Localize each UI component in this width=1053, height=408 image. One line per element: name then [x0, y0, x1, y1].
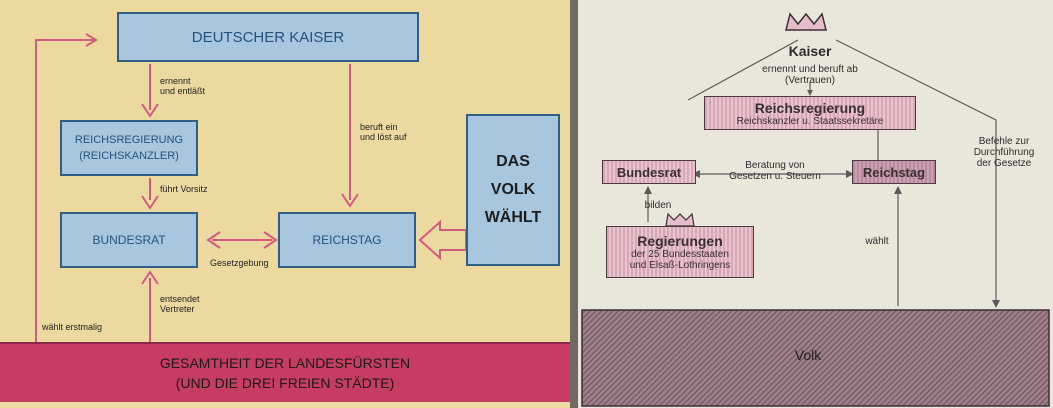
- vorsitz-label: führt Vorsitz: [160, 184, 208, 194]
- freie-staedte-label: (UND DIE DREI FREIEN STÄDTE): [175, 375, 395, 391]
- bilden-label: bilden: [644, 200, 672, 211]
- kaiser-crown-icon: [785, 12, 827, 31]
- waehlt-erstmalig-arrow: [35, 39, 95, 342]
- reichskanzler-label: (REICHSKANZLER): [79, 150, 179, 162]
- kaiser-title: Kaiser: [788, 43, 832, 59]
- kaiser-label: DEUTSCHER KAISER: [191, 28, 345, 46]
- befehle-line: [835, 39, 997, 306]
- regierungen-sub: der 25 Bundesstaaten und Elsaß-Lothringe…: [629, 249, 731, 271]
- right-connectors: [581, 12, 1050, 407]
- gesetzgebung-label: Gesetzgebung: [210, 258, 269, 268]
- bundesrat-label: Bundesrat: [616, 164, 682, 180]
- landesfuersten-bar: GESAMTHEIT DER LANDESFÜRSTEN (UND DIE DR…: [0, 342, 570, 402]
- right-diagram: Kaiser ernennt und beruft ab (Vertrauen)…: [578, 0, 1053, 408]
- reichstag-box: REICHSTAG: [278, 212, 416, 268]
- bundesrat-box: Bundesrat: [602, 160, 696, 184]
- left-diagram: DEUTSCHER KAISER REICHSREGIERUNG (REICHS…: [0, 0, 570, 408]
- volk-label: DAS VOLK WÄHLT: [484, 153, 542, 226]
- reichsregierung-label: REICHSREGIERUNG: [74, 134, 184, 146]
- waehlt-erstmalig-label: wählt erstmalig: [42, 322, 103, 332]
- reichsregierung-box: Reichsregierung Reichskanzler u. Staatss…: [704, 96, 916, 130]
- ernennt-label: ernennt und entläßt: [160, 76, 206, 96]
- waehlt-label: wählt: [865, 236, 889, 247]
- volk-area: [581, 309, 1050, 407]
- reichstag-label: Reichstag: [862, 164, 926, 180]
- reichsregierung-label: Reichsregierung: [754, 99, 866, 116]
- befehle-label: Befehle zur Durchführung der Gesetze: [973, 136, 1035, 169]
- regierungen-label: Regierungen: [637, 233, 723, 249]
- bundesrat-label: BUNDESRAT: [92, 233, 166, 247]
- bundesrat-box: BUNDESRAT: [60, 212, 198, 268]
- left-connectors: [35, 33, 467, 342]
- regierungen-box: Regierungen der 25 Bundesstaaten und Els…: [606, 226, 754, 278]
- regierungen-crown-icon: [665, 212, 695, 227]
- reichsregierung-box: REICHSREGIERUNG (REICHSKANZLER): [60, 120, 198, 176]
- volk-arrow: [418, 219, 467, 261]
- beratung-label: Beratung von Gesetzen u. Steuern: [729, 160, 821, 182]
- beruft-label: beruft ein und löst auf: [360, 122, 407, 142]
- ernennt-label: ernennt und beruft ab (Vertrauen): [762, 64, 858, 86]
- regierung-line: [687, 39, 799, 101]
- volk-label: Volk: [794, 347, 822, 363]
- reichsregierung-sub: Reichskanzler u. Staatssekretäre: [736, 115, 884, 127]
- kaiser-box: DEUTSCHER KAISER: [117, 12, 419, 62]
- volk-box: DAS VOLK WÄHLT: [466, 114, 560, 266]
- reichstag-label: REICHSTAG: [312, 233, 382, 247]
- entsendet-label: entsendet Vertreter: [160, 294, 200, 314]
- landesfuersten-label: GESAMTHEIT DER LANDESFÜRSTEN: [159, 355, 411, 371]
- reichstag-box: Reichstag: [852, 160, 936, 184]
